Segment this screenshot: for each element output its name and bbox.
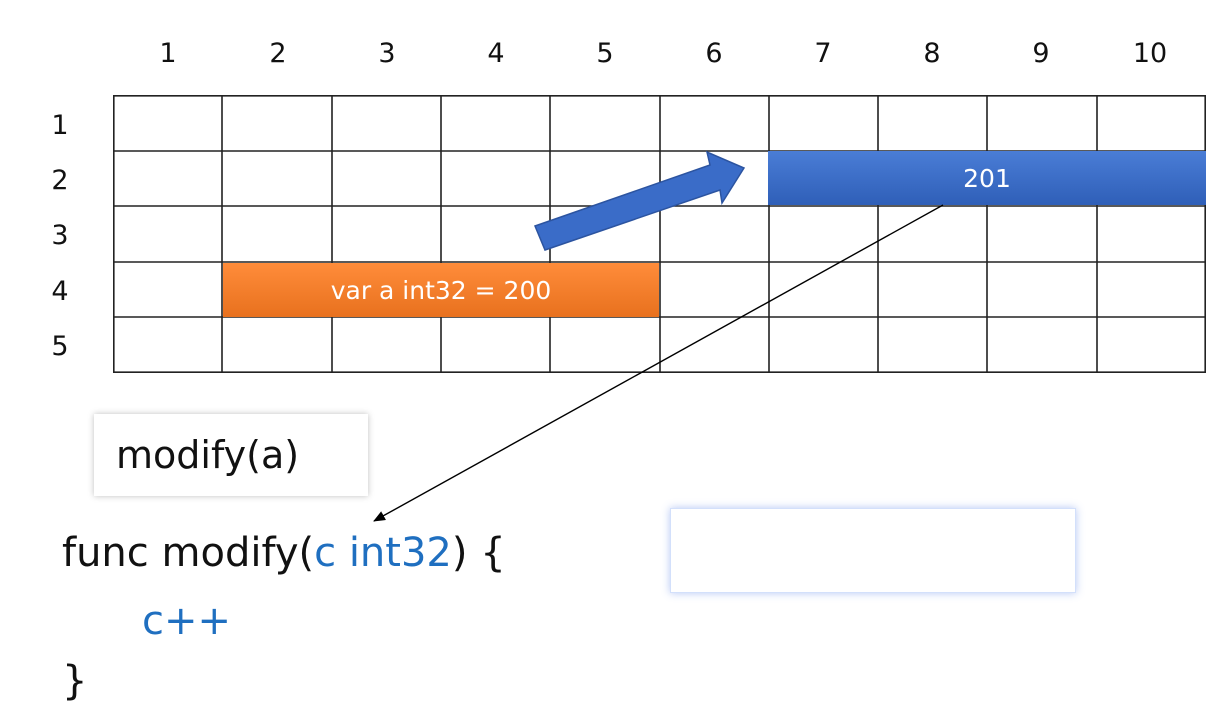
row-label: 1 — [51, 110, 69, 141]
row-label: 2 — [51, 165, 69, 196]
column-label: 5 — [596, 38, 614, 69]
parameter-c-value: 201 — [963, 163, 1011, 193]
empty-box — [670, 508, 1076, 593]
parameter-c-block: 201 — [768, 151, 1206, 205]
column-label: 6 — [705, 38, 723, 69]
memory-grid — [113, 95, 1206, 373]
function-call-box: modify(a) — [94, 414, 368, 496]
column-label: 10 — [1132, 38, 1168, 69]
column-label: 4 — [487, 38, 505, 69]
code-line-closing: } — [62, 658, 88, 704]
code-line-signature: func modify(c int32) { — [62, 533, 506, 573]
row-label: 5 — [51, 331, 69, 362]
open-brace: ) { — [451, 530, 506, 576]
column-label: 1 — [159, 38, 177, 69]
param-declaration: c int32 — [314, 530, 452, 576]
func-keyword: func — [62, 530, 149, 576]
code-line-body: c++ — [142, 598, 232, 644]
function-call-text: modify(a) — [116, 433, 300, 477]
column-label: 9 — [1032, 38, 1050, 69]
variable-a-block: var a int32 = 200 — [223, 263, 659, 317]
column-label: 3 — [378, 38, 396, 69]
variable-a-label: var a int32 = 200 — [330, 275, 552, 305]
row-label: 3 — [51, 220, 69, 251]
row-label: 4 — [51, 276, 69, 307]
column-label: 7 — [814, 38, 832, 69]
column-label: 8 — [923, 38, 941, 69]
column-label: 2 — [269, 38, 287, 69]
func-name: modify( — [161, 530, 315, 576]
grid-lines — [113, 95, 1206, 373]
